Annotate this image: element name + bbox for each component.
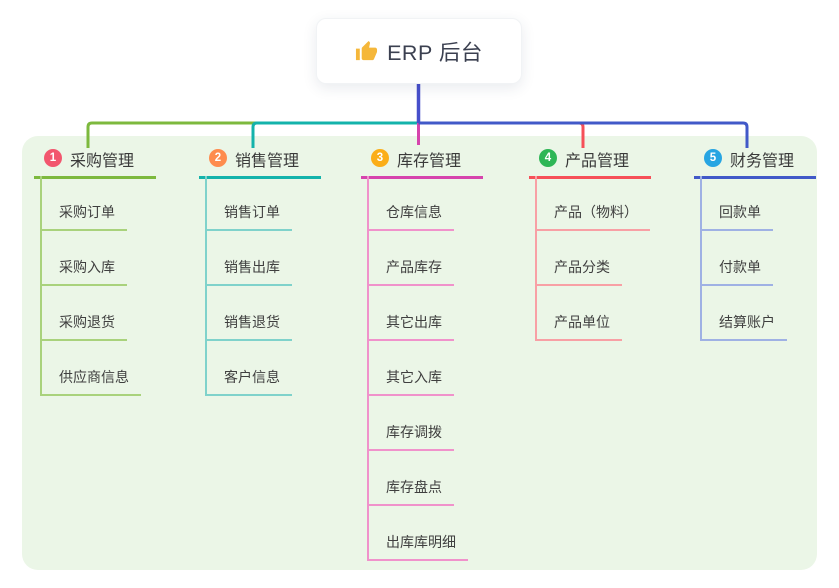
map-background-panel bbox=[22, 136, 817, 570]
child-node[interactable]: 其它入库 bbox=[369, 341, 454, 396]
branch-column-4: 4 产品管理 产品（物料） 产品分类 产品单位 bbox=[529, 145, 652, 341]
child-node-label: 其它出库 bbox=[386, 314, 442, 330]
child-node[interactable]: 出库库明细 bbox=[369, 506, 468, 561]
child-node[interactable]: 付款单 bbox=[702, 231, 773, 286]
child-node[interactable]: 库存盘点 bbox=[369, 451, 454, 506]
child-node-label: 付款单 bbox=[719, 259, 761, 275]
child-node-label: 销售退货 bbox=[224, 314, 280, 330]
child-node[interactable]: 其它出库 bbox=[369, 286, 454, 341]
branch-label: 财务管理 bbox=[730, 153, 795, 170]
child-node[interactable]: 仓库信息 bbox=[369, 176, 454, 231]
child-node-label: 其它入库 bbox=[386, 369, 442, 385]
branch-children: 产品（物料） 产品分类 产品单位 bbox=[535, 176, 650, 341]
child-node[interactable]: 采购入库 bbox=[42, 231, 127, 286]
thumbs-up-icon bbox=[356, 40, 378, 60]
child-node[interactable]: 产品（物料） bbox=[537, 176, 650, 231]
branch-header-node[interactable]: 4 产品管理 bbox=[529, 145, 652, 179]
child-node-label: 产品分类 bbox=[554, 259, 610, 275]
branch-column-1: 1 采购管理 采购订单 采购入库 采购退货 供应商信息 bbox=[34, 145, 157, 396]
child-node-label: 产品单位 bbox=[554, 314, 610, 330]
branch-children: 销售订单 销售出库 销售退货 客户信息 bbox=[205, 176, 292, 396]
branch-header-node[interactable]: 2 销售管理 bbox=[199, 145, 322, 179]
branch-children: 采购订单 采购入库 采购退货 供应商信息 bbox=[40, 176, 141, 396]
child-node-label: 销售订单 bbox=[224, 204, 280, 220]
branch-label: 采购管理 bbox=[70, 153, 135, 170]
branch-children: 仓库信息 产品库存 其它出库 其它入库 库存调拨 库存盘点 出库库明细 bbox=[367, 176, 468, 561]
branch-header-node[interactable]: 3 库存管理 bbox=[361, 145, 484, 179]
child-node-label: 销售出库 bbox=[224, 259, 280, 275]
branch-header-node[interactable]: 1 采购管理 bbox=[34, 145, 157, 179]
child-node-label: 采购入库 bbox=[59, 259, 115, 275]
child-node-label: 仓库信息 bbox=[386, 204, 442, 220]
child-node-label: 产品（物料） bbox=[554, 204, 638, 220]
child-node-label: 采购订单 bbox=[59, 204, 115, 220]
root-node-label: ERP 后台 bbox=[387, 40, 483, 65]
child-node[interactable]: 产品单位 bbox=[537, 286, 622, 341]
branch-number-badge: 4 bbox=[539, 149, 557, 167]
child-node-label: 客户信息 bbox=[224, 369, 280, 385]
child-node[interactable]: 销售出库 bbox=[207, 231, 292, 286]
branch-label: 销售管理 bbox=[235, 153, 300, 170]
child-node[interactable]: 库存调拨 bbox=[369, 396, 454, 451]
child-node-label: 回款单 bbox=[719, 204, 761, 220]
branch-column-5: 5 财务管理 回款单 付款单 结算账户 bbox=[694, 145, 817, 341]
child-node-label: 出库库明细 bbox=[386, 534, 456, 550]
child-node[interactable]: 采购订单 bbox=[42, 176, 127, 231]
child-node[interactable]: 回款单 bbox=[702, 176, 773, 231]
child-node-label: 库存盘点 bbox=[386, 479, 442, 495]
branch-header-node[interactable]: 5 财务管理 bbox=[694, 145, 817, 179]
child-node[interactable]: 结算账户 bbox=[702, 286, 787, 341]
child-node[interactable]: 销售退货 bbox=[207, 286, 292, 341]
child-node[interactable]: 销售订单 bbox=[207, 176, 292, 231]
branch-number-badge: 5 bbox=[704, 149, 722, 167]
child-node[interactable]: 供应商信息 bbox=[42, 341, 141, 396]
child-node-label: 产品库存 bbox=[386, 259, 442, 275]
child-node[interactable]: 产品分类 bbox=[537, 231, 622, 286]
child-node[interactable]: 客户信息 bbox=[207, 341, 292, 396]
branch-label: 产品管理 bbox=[565, 153, 630, 170]
branch-number-badge: 2 bbox=[209, 149, 227, 167]
child-node[interactable]: 产品库存 bbox=[369, 231, 454, 286]
branch-children: 回款单 付款单 结算账户 bbox=[700, 176, 787, 341]
child-node-label: 结算账户 bbox=[719, 314, 775, 330]
child-node[interactable]: 采购退货 bbox=[42, 286, 127, 341]
branch-column-3: 3 库存管理 仓库信息 产品库存 其它出库 其它入库 库存调拨 库存盘点 出库库… bbox=[361, 145, 484, 561]
child-node-label: 供应商信息 bbox=[59, 369, 129, 385]
branch-column-2: 2 销售管理 销售订单 销售出库 销售退货 客户信息 bbox=[199, 145, 322, 396]
child-node-label: 采购退货 bbox=[59, 314, 115, 330]
branch-number-badge: 3 bbox=[371, 149, 389, 167]
root-node[interactable]: ERP 后台 bbox=[316, 18, 522, 84]
branch-number-badge: 1 bbox=[44, 149, 62, 167]
branch-label: 库存管理 bbox=[397, 153, 462, 170]
child-node-label: 库存调拨 bbox=[386, 424, 442, 440]
